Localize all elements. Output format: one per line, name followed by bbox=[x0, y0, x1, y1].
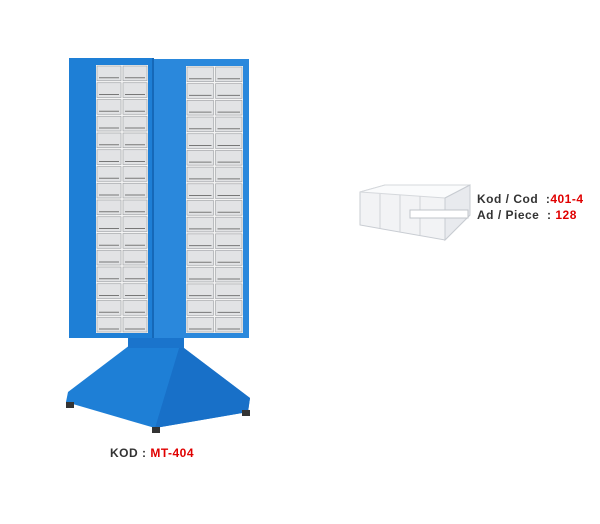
foot-front bbox=[152, 427, 160, 433]
mini-drawer bbox=[96, 266, 122, 283]
mini-drawer bbox=[215, 233, 243, 249]
mini-drawer bbox=[122, 316, 148, 333]
mini-drawer bbox=[122, 182, 148, 199]
base-neck bbox=[128, 336, 184, 348]
drawer-piece-line: Ad / Piece : 128 bbox=[477, 207, 584, 223]
mini-drawer bbox=[96, 199, 122, 216]
mini-drawer bbox=[122, 82, 148, 98]
mini-drawer bbox=[96, 300, 122, 316]
mini-drawer bbox=[122, 300, 148, 316]
foot-right bbox=[242, 410, 250, 416]
mini-drawer bbox=[186, 166, 214, 183]
mini-drawer bbox=[186, 133, 214, 149]
mini-drawer bbox=[186, 100, 214, 116]
drawer-code-value: 401-4 bbox=[550, 192, 584, 206]
mini-drawer bbox=[122, 115, 148, 132]
mini-drawer bbox=[96, 216, 122, 232]
mini-drawer bbox=[215, 166, 243, 183]
mini-drawer bbox=[122, 132, 148, 149]
mini-drawer bbox=[186, 266, 214, 283]
mini-drawer bbox=[215, 100, 243, 116]
mini-drawer bbox=[215, 250, 243, 266]
mini-drawer bbox=[215, 183, 243, 199]
mini-drawer bbox=[96, 149, 122, 165]
mini-drawer bbox=[186, 200, 214, 216]
mini-drawer bbox=[186, 150, 214, 166]
mini-drawer bbox=[96, 249, 122, 266]
mini-drawer bbox=[215, 216, 243, 233]
mini-drawer bbox=[186, 317, 214, 333]
mini-drawer bbox=[215, 266, 243, 283]
mini-drawer bbox=[122, 99, 148, 115]
mini-drawer bbox=[96, 99, 122, 115]
mini-drawer bbox=[186, 66, 214, 82]
foot-left bbox=[66, 402, 74, 408]
mini-drawer bbox=[215, 317, 243, 333]
mini-drawer bbox=[186, 233, 214, 249]
mini-drawer bbox=[215, 283, 243, 299]
mini-drawer bbox=[215, 66, 243, 82]
drawer-info: Kod / Cod :401-4 Ad / Piece : 128 bbox=[477, 191, 584, 223]
mini-drawer bbox=[186, 83, 214, 99]
mini-drawer bbox=[96, 115, 122, 132]
mini-drawer bbox=[122, 65, 148, 82]
mini-drawer bbox=[215, 150, 243, 166]
drawer-code-line: Kod / Cod :401-4 bbox=[477, 191, 584, 207]
mini-drawer bbox=[96, 182, 122, 199]
mini-drawer bbox=[186, 216, 214, 233]
mini-drawer bbox=[96, 316, 122, 333]
mini-drawer bbox=[122, 199, 148, 216]
product-code: KOD : MT-404 bbox=[110, 446, 194, 460]
mini-drawer bbox=[122, 233, 148, 249]
code-value: MT-404 bbox=[150, 446, 195, 460]
mini-drawer bbox=[96, 82, 122, 98]
drawer-column-right bbox=[186, 66, 243, 333]
base-pyramid-shade bbox=[155, 345, 250, 428]
drawer-code-label: Kod / Cod : bbox=[477, 192, 551, 206]
mini-drawer bbox=[186, 183, 214, 199]
drawer-column-left bbox=[96, 65, 148, 333]
mini-drawer bbox=[122, 249, 148, 266]
mini-drawer bbox=[96, 65, 122, 82]
mini-drawer bbox=[122, 216, 148, 232]
mini-drawer bbox=[96, 233, 122, 249]
mini-drawer bbox=[96, 166, 122, 182]
mini-drawer bbox=[96, 132, 122, 149]
mini-drawer bbox=[96, 283, 122, 299]
mini-drawer bbox=[215, 200, 243, 216]
mini-drawer bbox=[186, 300, 214, 316]
mini-drawer bbox=[215, 83, 243, 99]
mini-drawer bbox=[122, 266, 148, 283]
drawer-piece-label: Ad / Piece : bbox=[477, 208, 556, 222]
mini-drawer bbox=[215, 300, 243, 316]
mini-drawer bbox=[186, 250, 214, 266]
drawer-401-4-image bbox=[359, 184, 471, 242]
mini-drawer bbox=[215, 133, 243, 149]
mini-drawer bbox=[122, 166, 148, 182]
mini-drawer bbox=[186, 283, 214, 299]
drawer-piece-value: 128 bbox=[555, 208, 577, 222]
mini-drawer bbox=[122, 283, 148, 299]
mini-drawer bbox=[186, 116, 214, 133]
code-label: KOD : bbox=[110, 446, 151, 460]
mini-drawer bbox=[215, 116, 243, 133]
rotating-drawer-stand-image bbox=[66, 58, 250, 433]
mini-drawer bbox=[122, 149, 148, 165]
